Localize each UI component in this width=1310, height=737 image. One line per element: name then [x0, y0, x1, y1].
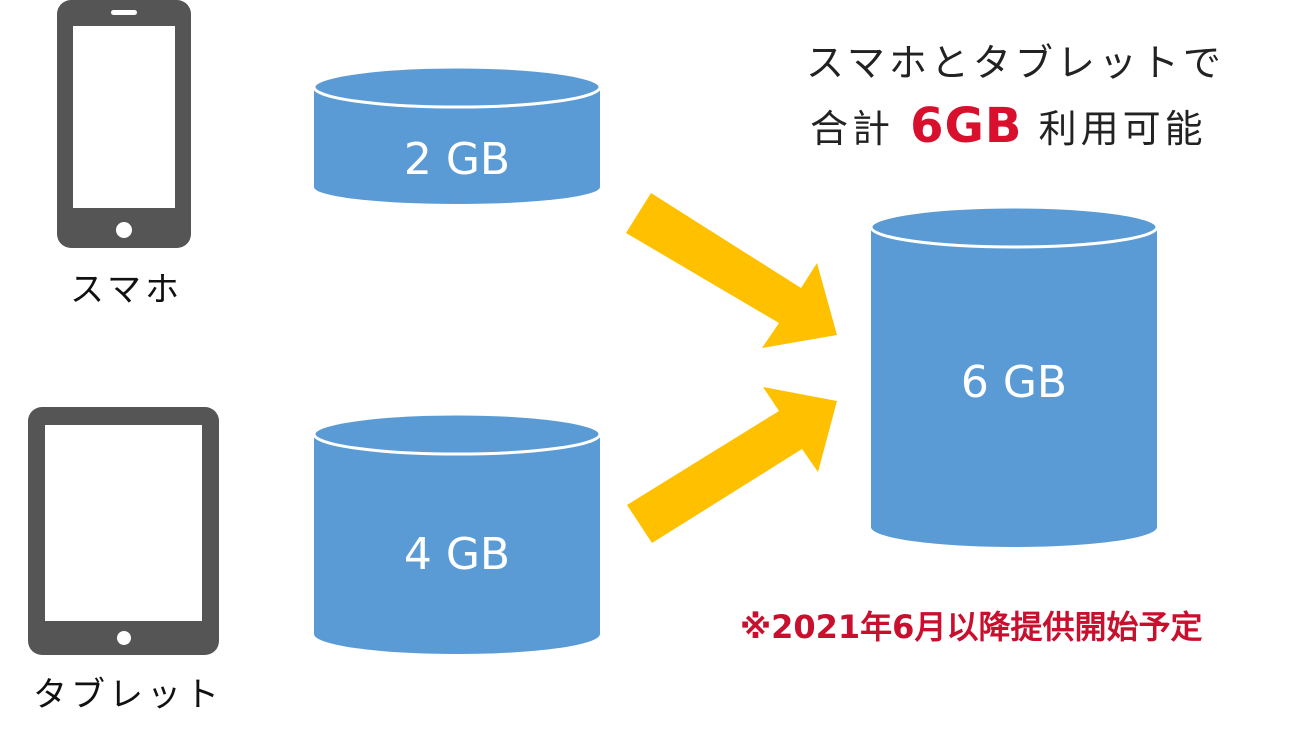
headline-prefix: 合計: [810, 107, 895, 151]
cylinder-phone-storage: [312, 65, 602, 204]
cylinder-total-storage: [869, 205, 1159, 547]
total-storage-value: 6 GB: [960, 357, 1068, 408]
tablet-icon: [28, 407, 219, 655]
headline-suffix: 利用可能: [1038, 107, 1207, 151]
arrow-phone-to-total: [626, 193, 837, 348]
phone-label: スマホ: [70, 270, 183, 310]
tablet-label: タブレット: [33, 675, 223, 715]
smartphone-icon: [57, 0, 191, 248]
headline-line2: 合計 6GB 利用可能: [810, 96, 1207, 159]
tablet-storage-value: 4 GB: [403, 529, 511, 580]
availability-note: ※2021年6月以降提供開始予定: [740, 608, 1203, 646]
phone-storage-value: 2 GB: [403, 134, 511, 185]
headline-line1: スマホとタブレットで: [806, 41, 1225, 85]
arrow-tablet-to-total: [627, 387, 837, 543]
headline-highlight: 6GB: [910, 98, 1023, 154]
cylinder-tablet-storage: [312, 412, 602, 654]
